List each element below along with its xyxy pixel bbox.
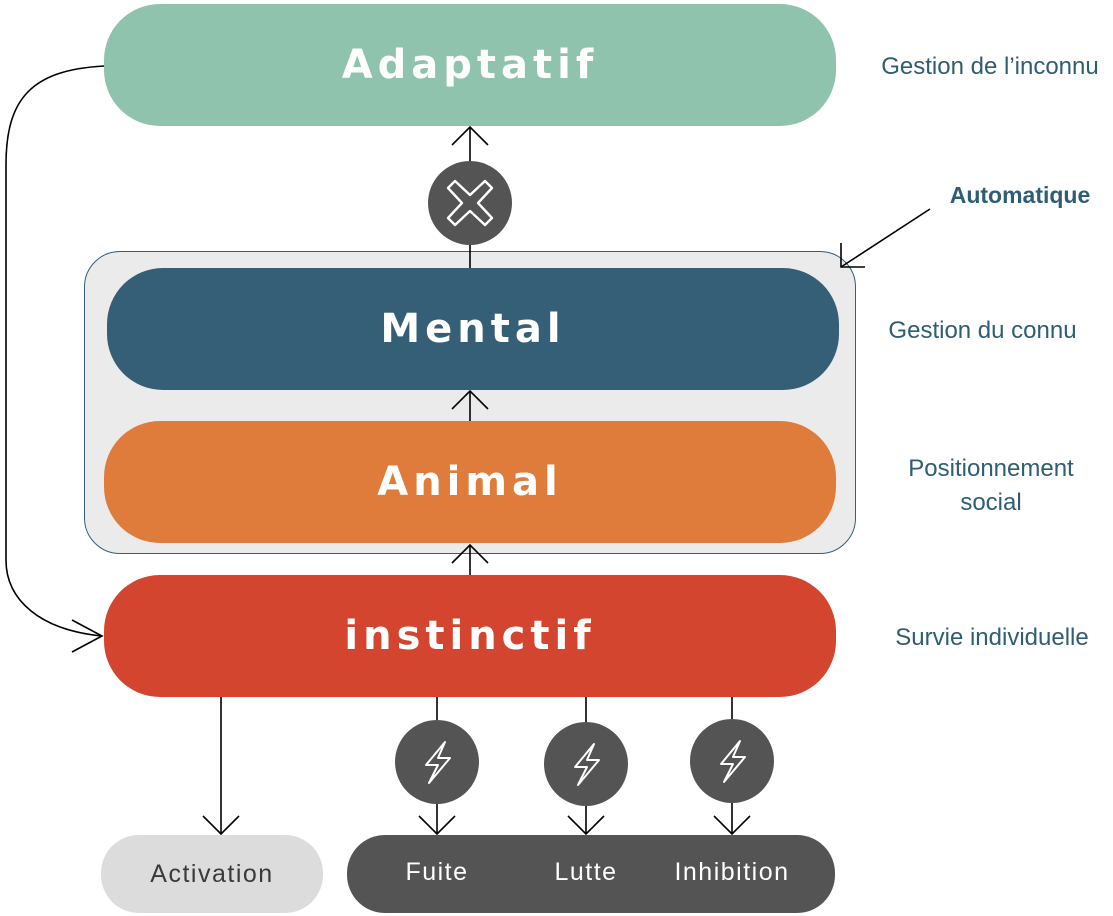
level-mental-label: Mental xyxy=(380,306,566,352)
response-bar xyxy=(347,835,835,913)
automatic-pointer-arrowhead xyxy=(840,243,865,268)
level-animal-label: Animal xyxy=(377,459,563,505)
arrowhead-inhibition xyxy=(713,815,751,836)
close-x-icon xyxy=(428,161,512,245)
level-mental: Mental xyxy=(107,268,839,390)
feedback-loop-arrowhead xyxy=(71,619,104,653)
arrowhead-to-adaptatif xyxy=(451,125,489,146)
feedback-loop-line xyxy=(5,65,105,637)
response-fuite: Fuite xyxy=(405,858,469,886)
arrowhead-to-animal xyxy=(451,543,489,564)
animal-description-line2: social xyxy=(960,489,1022,516)
adaptatif-description: Gestion de l’inconnu xyxy=(881,53,1099,80)
response-lutte: Lutte xyxy=(554,858,618,886)
instinctif-description: Survie individuelle xyxy=(895,624,1089,651)
lightning-bolt-icon-inhibition xyxy=(690,719,774,803)
automatic-label: Automatique xyxy=(949,182,1091,208)
animal-description: Positionnement social xyxy=(878,452,1104,520)
activation-output: Activation xyxy=(101,835,323,913)
arrowhead-fuite xyxy=(418,815,456,836)
lightning-bolt-icon-fuite xyxy=(395,720,479,804)
arrowhead-lutte xyxy=(567,815,605,836)
animal-description-line1: Positionnement xyxy=(908,455,1074,482)
automatic-pointer-line xyxy=(840,208,931,268)
level-instinctif-label: instinctif xyxy=(344,613,596,659)
mental-description: Gestion du connu xyxy=(888,317,1077,344)
level-animal: Animal xyxy=(104,421,836,543)
lightning-bolt-icon-lutte xyxy=(544,722,628,806)
arrowhead-to-mental xyxy=(451,389,489,410)
response-inhibition: Inhibition xyxy=(674,858,790,886)
level-adaptatif-label: Adaptatif xyxy=(341,42,599,88)
level-adaptatif: Adaptatif xyxy=(104,4,836,126)
level-instinctif: instinctif xyxy=(104,575,836,697)
arrowhead-activation xyxy=(202,815,240,836)
